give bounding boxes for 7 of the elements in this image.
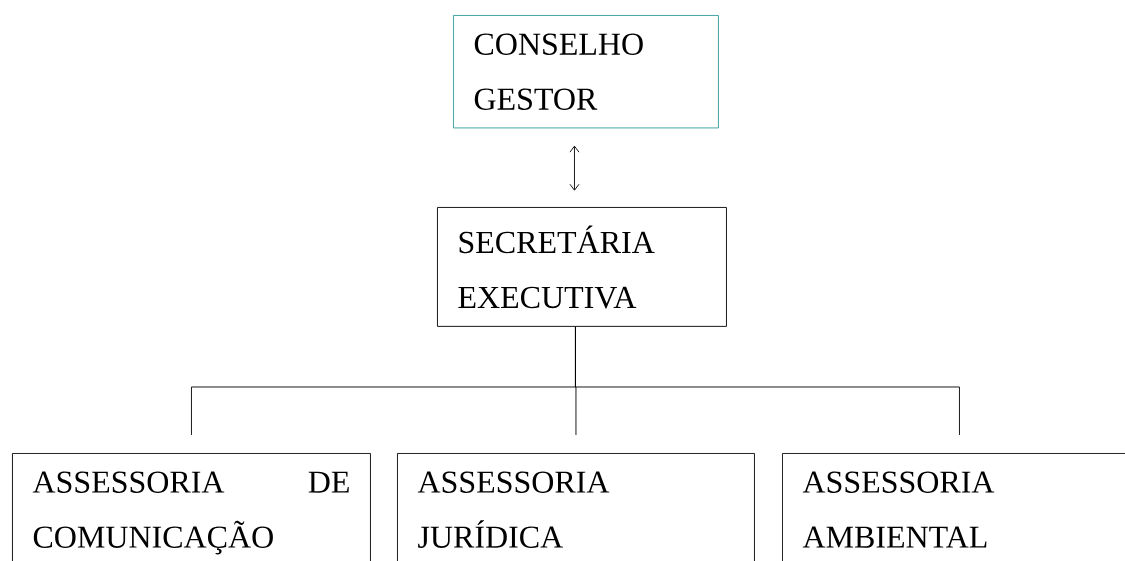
- connector-line: [575, 326, 960, 436]
- org-box: CONSELHO GESTOR: [453, 15, 719, 129]
- org-box: ASSESSORIA AMBIENTAL: [782, 453, 1125, 561]
- arrow: [569, 145, 580, 191]
- org-box: ASSESSORIA JURÍDICA: [397, 453, 755, 561]
- org-box: ASSESSORIA DE COMUNICAÇÃO: [12, 453, 371, 561]
- org-box: SECRETÁRIA EXECUTIVA: [437, 207, 727, 327]
